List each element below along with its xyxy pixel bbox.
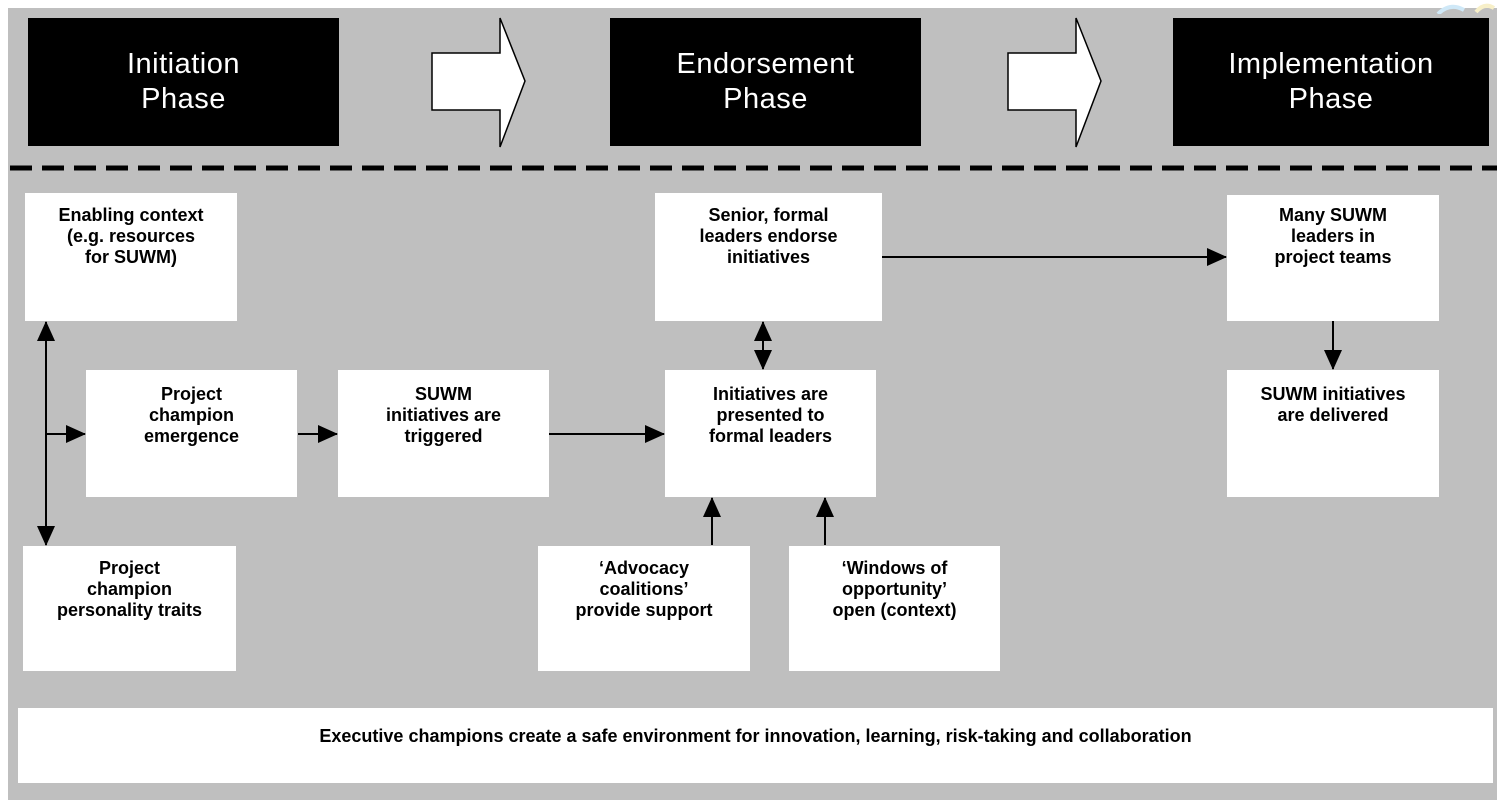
executive-champions-banner: Executive champions create a safe enviro… — [18, 708, 1493, 783]
senior-leaders-endorse-box: Senior, formal leaders endorse initiativ… — [655, 193, 882, 321]
endorsement-phase-header: Endorsement Phase — [610, 18, 921, 146]
implementation-phase-header: Implementation Phase — [1173, 18, 1489, 146]
suwm-triggered-box: SUWM initiatives are triggered — [338, 370, 549, 497]
suwm-delivered-box: SUWM initiatives are delivered — [1227, 370, 1439, 497]
advocacy-coalitions-box: ‘Advocacy coalitions’ provide support — [538, 546, 750, 671]
many-suwm-leaders-box: Many SUWM leaders in project teams — [1227, 195, 1439, 321]
enabling-context-box: Enabling context (e.g. resources for SUW… — [25, 193, 237, 321]
initiation-to-endorsement-arrow — [431, 17, 526, 148]
project-champion-emergence-box: Project champion emergence — [86, 370, 297, 497]
project-champion-traits-box: Project champion personality traits — [23, 546, 236, 671]
initiatives-presented-box: Initiatives are presented to formal lead… — [665, 370, 876, 497]
endorsement-to-implementation-arrow — [1007, 17, 1102, 148]
windows-of-opportunity-box: ‘Windows of opportunity’ open (context) — [789, 546, 1000, 671]
corner-decoration — [1436, 3, 1496, 14]
initiation-phase-header: Initiation Phase — [28, 18, 339, 146]
